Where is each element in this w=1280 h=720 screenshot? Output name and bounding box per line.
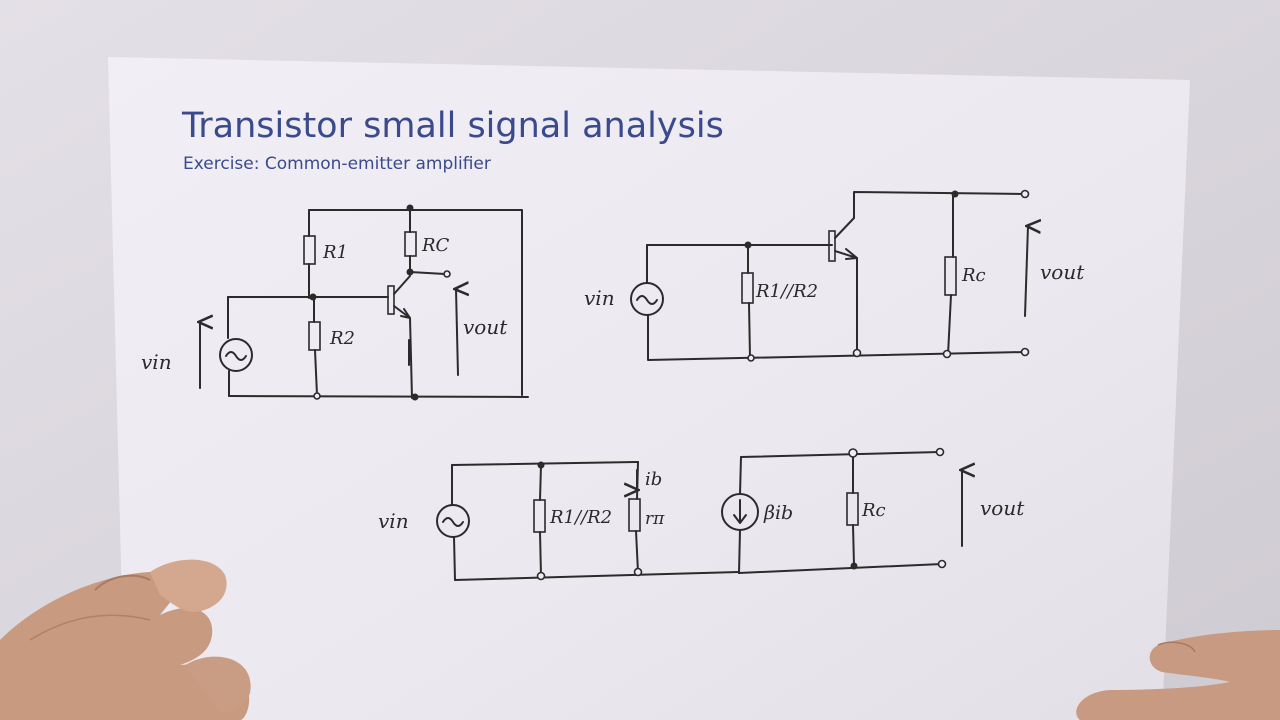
label-r2: R2: [329, 328, 355, 349]
label-r12: R1//R2: [755, 281, 818, 302]
label-vin: vin: [141, 350, 172, 374]
label-vout: vout: [1040, 260, 1085, 284]
resistor-rpi: [628, 498, 641, 532]
label-rpi: rπ: [645, 509, 665, 529]
right-hand: [1076, 630, 1280, 720]
label-ib: ib: [645, 469, 662, 490]
label-vout: vout: [980, 496, 1025, 520]
label-vin: vin: [584, 286, 615, 310]
circuit-original: R1 RC R2 vin vout: [141, 204, 529, 401]
label-rc: RC: [421, 235, 450, 256]
label-r12: R1//R2: [549, 507, 612, 528]
vin-source: [219, 338, 253, 372]
label-r1: R1: [322, 242, 348, 263]
label-beta-ib: βib: [763, 502, 793, 524]
page-subtitle: Exercise: Common-emitter amplifier: [183, 154, 491, 174]
label-rc: Rc: [961, 265, 986, 286]
page-title: Transistor small signal analysis: [181, 106, 724, 146]
label-vin: vin: [378, 509, 409, 533]
label-rc: Rc: [861, 500, 886, 521]
label-vout: vout: [463, 315, 508, 339]
transistor: [387, 285, 395, 315]
circuit-simplified: vin R1//R2 Rc vout: [584, 189, 1085, 362]
resistor-r12: [741, 272, 754, 304]
transistor: [828, 230, 836, 262]
left-hand: [0, 559, 251, 720]
circuit-small-signal: vin R1//R2 ib rπ βib Rc vout: [378, 447, 1025, 581]
paper-sheet: [108, 57, 1190, 720]
